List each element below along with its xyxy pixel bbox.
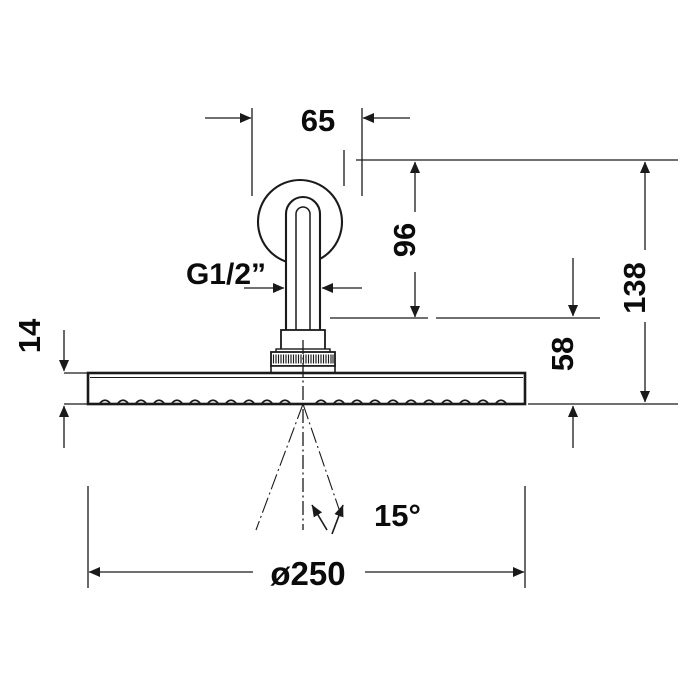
reference-lines [330, 150, 678, 405]
dimension-diameter: ø250 [87, 486, 526, 592]
dimension-96: 96 [387, 161, 422, 318]
dimension-label-138: 138 [617, 262, 652, 314]
dimension-angle: 15° [374, 498, 421, 533]
shower-head-plate [86, 371, 527, 406]
dimension-65: 65 [205, 103, 410, 196]
dimension-label-angle: 15° [374, 498, 421, 533]
spray-cone-lines [255, 340, 344, 535]
dimension-label-diameter: ø250 [270, 555, 345, 592]
dimension-thread: G1/2” [186, 258, 362, 294]
dimension-58: 58 [545, 258, 580, 448]
dimension-label-thread: G1/2” [186, 258, 266, 291]
dimension-14: 14 [12, 318, 104, 448]
dimension-label-14: 14 [12, 318, 47, 353]
dimension-label-58: 58 [545, 337, 580, 371]
dimension-label-65: 65 [301, 103, 335, 138]
dimension-138: 138 [617, 161, 652, 403]
dimension-label-96: 96 [387, 223, 422, 257]
shower-arm-pipe [284, 195, 322, 334]
